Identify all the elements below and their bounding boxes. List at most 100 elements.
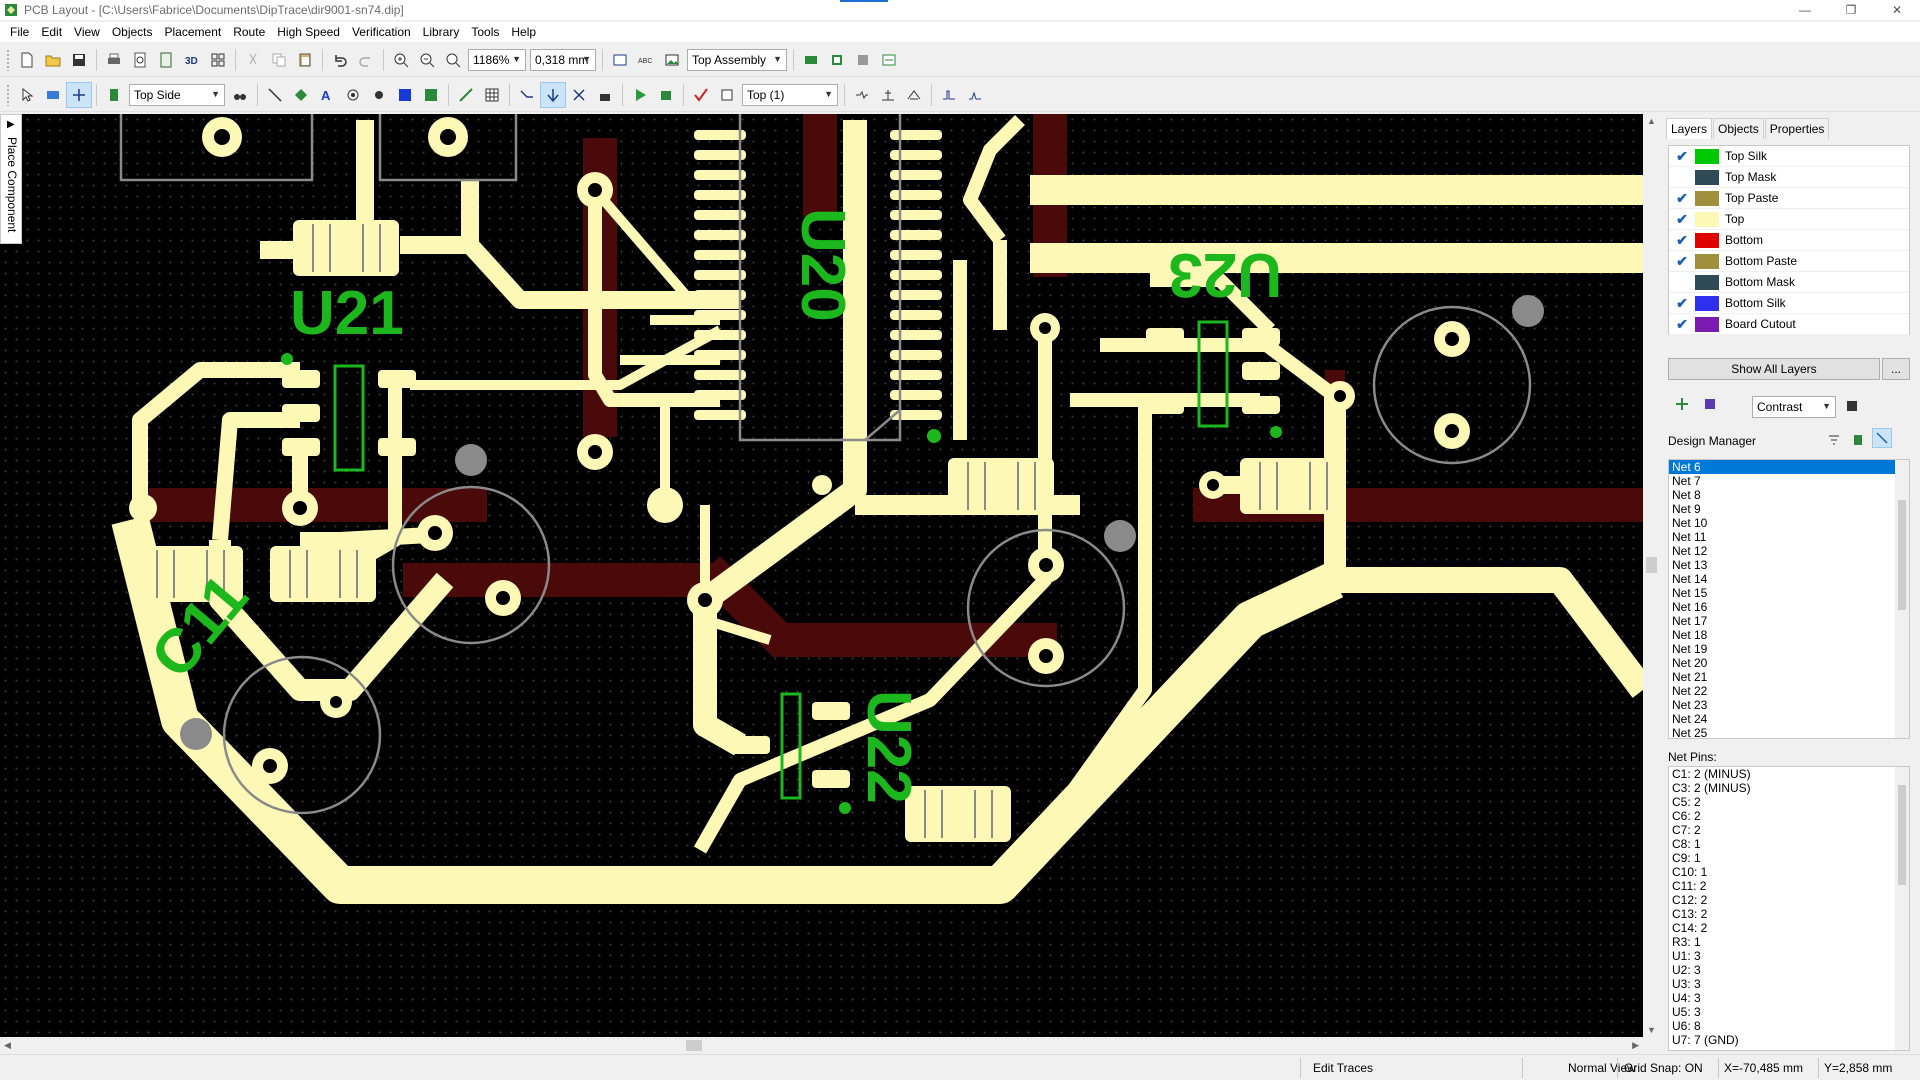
place-via-icon[interactable] <box>366 82 392 108</box>
layer-row[interactable]: ✔ Board Cutout <box>1669 314 1909 335</box>
net-item[interactable]: Net 22 <box>1672 684 1708 698</box>
layer-row[interactable]: ✔ Top <box>1669 209 1909 230</box>
layer-visible-checkbox[interactable]: ✔ <box>1676 189 1688 206</box>
horizontal-scroll-thumb[interactable] <box>686 1040 702 1051</box>
scroll-up-icon[interactable]: ▲ <box>1647 116 1656 126</box>
menu-high-speed[interactable]: High Speed <box>277 25 340 39</box>
paste-icon[interactable] <box>292 47 318 73</box>
copper-pour-icon[interactable] <box>392 82 418 108</box>
show-all-layers-button[interactable]: Show All Layers <box>1668 358 1880 380</box>
pattern-editor-icon[interactable] <box>850 47 876 73</box>
layer-visible-checkbox[interactable]: ✔ <box>1676 315 1688 332</box>
canvas-vertical-scrollbar[interactable]: ▲ ▼ <box>1643 114 1660 1037</box>
undo-icon[interactable] <box>327 47 353 73</box>
manual-route-icon[interactable] <box>514 82 540 108</box>
spell-check-icon[interactable]: ABC <box>633 47 659 73</box>
layer-color-swatch[interactable] <box>1695 274 1719 290</box>
side-select[interactable]: Top Side▼ <box>129 83 225 106</box>
net-item[interactable]: Net 20 <box>1672 656 1708 670</box>
pin-item[interactable]: C5: 2 <box>1672 795 1701 809</box>
find-binoculars-icon[interactable] <box>227 82 253 108</box>
net-item[interactable]: Net 18 <box>1672 628 1708 642</box>
view-mode-select[interactable]: Top Assembly▼ <box>687 48 787 71</box>
route-trace-icon[interactable] <box>262 82 288 108</box>
signal-wave-icon[interactable] <box>962 82 988 108</box>
menu-help[interactable]: Help <box>511 25 537 39</box>
differential-pair-icon[interactable] <box>901 82 927 108</box>
place-text-icon[interactable]: A <box>314 82 340 108</box>
net-item[interactable]: Net 19 <box>1672 642 1708 656</box>
zoom-fit-icon[interactable] <box>440 47 466 73</box>
net-item[interactable]: Net 11 <box>1672 530 1707 544</box>
route-board-icon[interactable] <box>653 82 679 108</box>
pin-item[interactable]: U5: 3 <box>1672 1005 1701 1019</box>
scroll-down-icon[interactable]: ▼ <box>1647 1025 1656 1035</box>
pin-item[interactable]: C12: 2 <box>1672 893 1708 907</box>
net-item[interactable]: Net 23 <box>1672 698 1708 712</box>
place-arc-icon[interactable] <box>340 82 366 108</box>
menu-edit[interactable]: Edit <box>41 25 63 39</box>
pin-list-scroll-thumb[interactable] <box>1898 785 1906 885</box>
drc-check-icon[interactable] <box>688 82 714 108</box>
menu-verification[interactable]: Verification <box>351 25 411 39</box>
redo-icon[interactable] <box>353 47 379 73</box>
board-stats-icon[interactable] <box>798 47 824 73</box>
pin-item[interactable]: C14: 2 <box>1672 921 1708 935</box>
net-item[interactable]: Net 15 <box>1672 586 1708 600</box>
net-list-scroll-thumb[interactable] <box>1898 500 1906 610</box>
pin-item[interactable]: C3: 2 (MINUS) <box>1672 781 1751 795</box>
layer-side-icon[interactable] <box>101 82 127 108</box>
scroll-right-icon[interactable]: ▶ <box>1632 1040 1639 1050</box>
copy-icon[interactable] <box>266 47 292 73</box>
net-item[interactable]: Net 10 <box>1672 516 1708 530</box>
rebuild-pour-icon[interactable] <box>418 82 444 108</box>
net-item[interactable]: Net 16 <box>1672 600 1708 614</box>
tab-properties[interactable]: Properties <box>1764 118 1830 139</box>
connectivity-check-icon[interactable] <box>714 82 740 108</box>
new-file-icon[interactable] <box>14 47 40 73</box>
layer-panel-icon[interactable] <box>1842 396 1862 416</box>
layer-options-button[interactable]: ... <box>1882 358 1910 380</box>
dm-filter-icon[interactable] <box>1824 430 1844 450</box>
net-item[interactable]: Net 21 <box>1672 670 1708 684</box>
close-button[interactable]: ✕ <box>1891 3 1903 17</box>
net-item[interactable]: Net 8 <box>1672 488 1701 502</box>
smooth-trace-icon[interactable] <box>849 82 875 108</box>
net-item[interactable]: Net 7 <box>1672 474 1701 488</box>
add-layer-icon[interactable] <box>1672 394 1692 414</box>
layer-color-swatch[interactable] <box>1695 295 1719 311</box>
net-list-scrollbar[interactable] <box>1895 460 1909 738</box>
layer-color-swatch[interactable] <box>1695 253 1719 269</box>
canvas-horizontal-scrollbar[interactable]: ◀ ▶ <box>0 1037 1643 1054</box>
vertical-scroll-thumb[interactable] <box>1646 557 1657 573</box>
signal-pulse-icon[interactable] <box>936 82 962 108</box>
layer-color-swatch[interactable] <box>1695 148 1719 164</box>
length-match-icon[interactable] <box>875 82 901 108</box>
select-pointer-icon[interactable] <box>14 82 40 108</box>
net-item[interactable]: Net 12 <box>1672 544 1708 558</box>
pin-item[interactable]: U7: 7 (GND) <box>1672 1033 1739 1047</box>
layer-row[interactable]: ✔ Bottom <box>1669 230 1909 251</box>
tab-objects[interactable]: Objects <box>1713 118 1764 139</box>
pin-item[interactable]: C11: 2 <box>1672 879 1707 893</box>
pin-item[interactable]: U1: 3 <box>1672 949 1701 963</box>
layer-visible-checkbox[interactable]: ✔ <box>1676 147 1688 164</box>
pin-item[interactable]: C7: 2 <box>1672 823 1701 837</box>
selection-mode-icon[interactable] <box>40 82 66 108</box>
zoom-out-icon[interactable] <box>414 47 440 73</box>
minimize-button[interactable]: — <box>1799 3 1811 17</box>
layer-row[interactable]: Top Mask <box>1669 167 1909 188</box>
net-item[interactable]: Net 13 <box>1672 558 1708 572</box>
menu-view[interactable]: View <box>74 25 100 39</box>
menu-placement[interactable]: Placement <box>164 25 222 39</box>
run-autorouter-icon[interactable] <box>627 82 653 108</box>
export-icon[interactable] <box>153 47 179 73</box>
panelize-icon[interactable] <box>205 47 231 73</box>
menu-file[interactable]: File <box>10 25 30 39</box>
scroll-left-icon[interactable]: ◀ <box>4 1040 11 1050</box>
net-item[interactable]: Net 6 <box>1669 460 1909 474</box>
layer-visible-checkbox[interactable]: ✔ <box>1676 210 1688 227</box>
pin-item[interactable]: U4: 3 <box>1672 991 1701 1005</box>
net-item[interactable]: Net 24 <box>1672 712 1708 726</box>
dimension-icon[interactable] <box>453 82 479 108</box>
